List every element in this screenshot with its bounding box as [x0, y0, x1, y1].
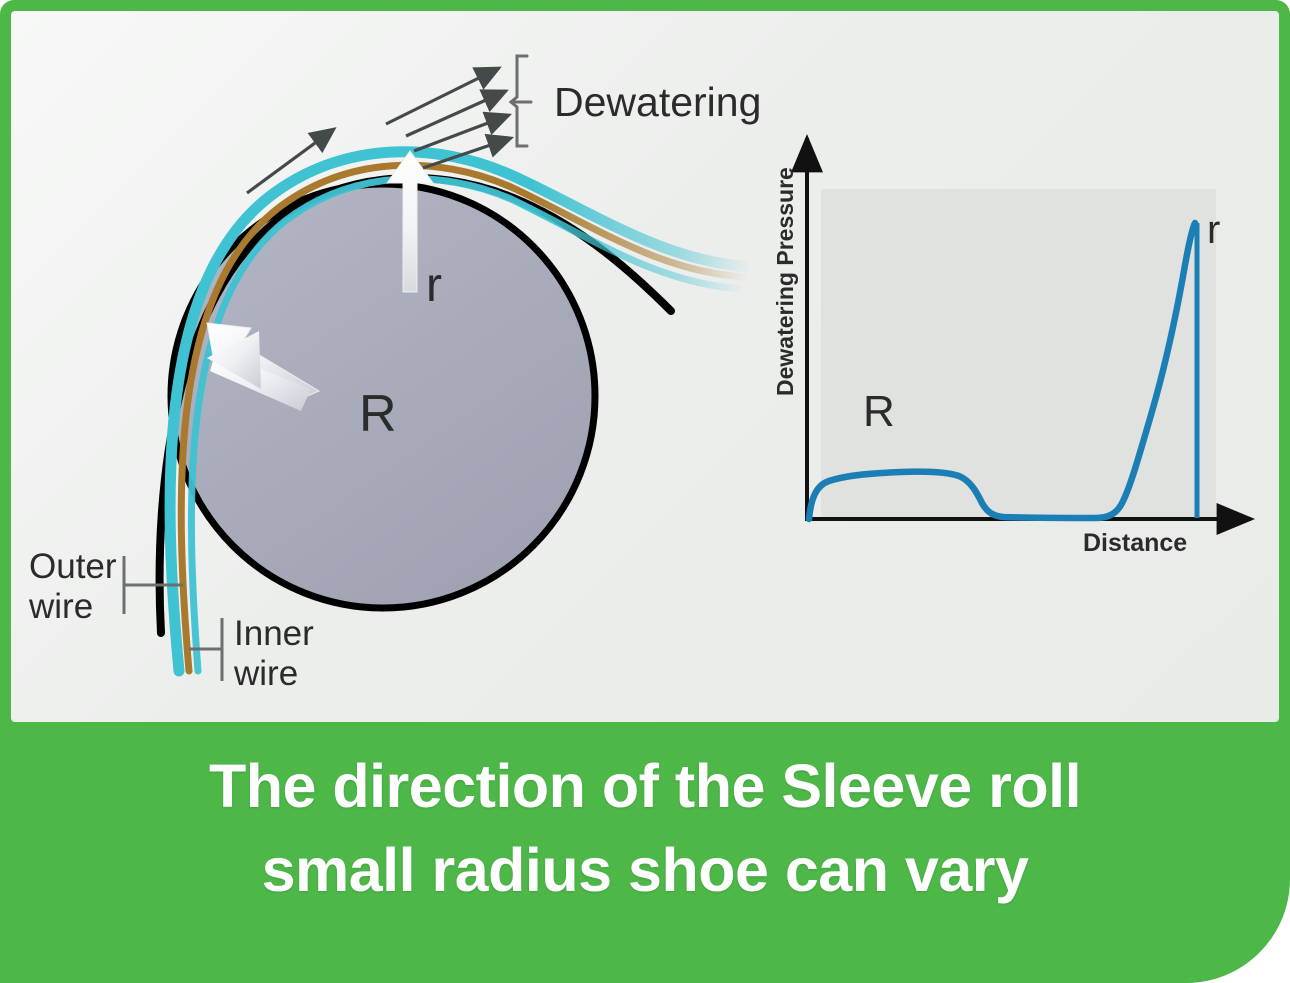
- dewatering-bracket: [508, 54, 533, 148]
- dewatering-arrows: [385, 66, 515, 170]
- machine-direction-arrow: [246, 127, 337, 195]
- dewatering-label: Dewatering: [554, 79, 761, 125]
- outer-wire: [164, 146, 757, 677]
- diagram-svg: r R Dewatering Outer: [28, 54, 1255, 693]
- chart-plot-background: [821, 189, 1216, 519]
- large-radius-arrow: [206, 322, 321, 411]
- outer-wire-label-line2: wire: [28, 587, 93, 626]
- small-radius-label: r: [426, 259, 442, 312]
- small-radius-arrow: [386, 150, 434, 293]
- chart-y-axis-label: Dewatering Pressure: [772, 167, 798, 396]
- chart-pressure-curve: [805, 219, 1199, 523]
- inner-wire-label-line1: Inner: [234, 614, 314, 653]
- outer-wire-return: [187, 175, 749, 675]
- chart-annotation-r: r: [1207, 208, 1220, 252]
- illustration-panel: r R Dewatering Outer: [11, 11, 1279, 722]
- caption-block: The direction of the Sleeve roll small r…: [0, 744, 1290, 912]
- dewatering-arrow: [413, 111, 512, 153]
- dewatering-arrow: [405, 89, 509, 138]
- dewatering-arrow: [385, 66, 502, 126]
- dewatering-arrow: [422, 133, 515, 170]
- dewatering-pressure-chart: R r Dewatering Pressure Distance: [772, 134, 1255, 557]
- outer-wire-leader: [122, 556, 183, 614]
- caption-line-2: small radius shoe can vary: [261, 836, 1029, 904]
- caption-line-1: The direction of the Sleeve roll: [208, 752, 1082, 820]
- chart-x-axis-label: Distance: [1083, 529, 1187, 557]
- outer-wire-label-line1: Outer: [29, 547, 117, 586]
- inner-wire-label-line2: wire: [233, 654, 298, 693]
- chart-annotation-R: R: [863, 387, 895, 436]
- inner-wire: [177, 161, 751, 675]
- inner-wire-leader: [189, 618, 224, 681]
- large-radius-label: R: [359, 385, 397, 443]
